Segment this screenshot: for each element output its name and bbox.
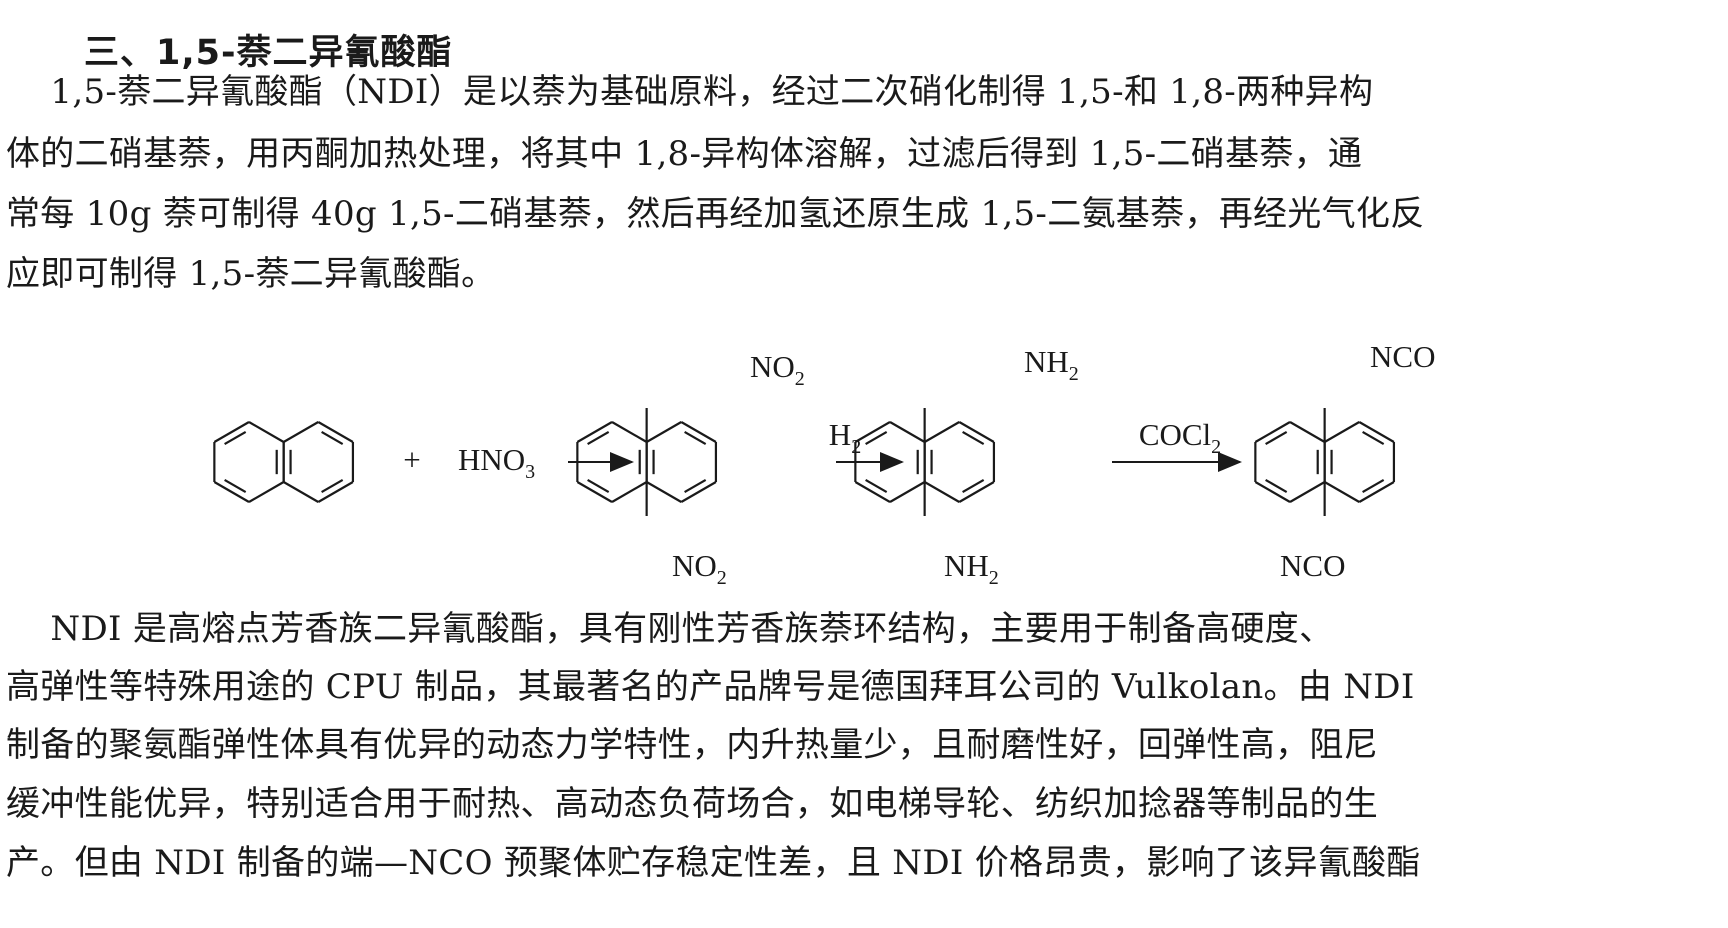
paragraph-line: 体的二硝基萘，用丙酮加热处理，将其中 1,8-异构体溶解，过滤后得到 1,5-二… xyxy=(6,134,1363,174)
amine-group-top: NH2 xyxy=(1024,344,1079,385)
diaminonaphthalene-structure xyxy=(854,408,996,516)
isocyanate-group-top: NCO xyxy=(1370,339,1435,374)
phosgene-label: COCl2 xyxy=(1139,417,1221,458)
nitro-group-bottom: NO2 xyxy=(672,548,727,589)
amine-group-bottom: NH2 xyxy=(944,548,999,589)
nitric-acid-label: HNO3 xyxy=(458,442,535,483)
dinitronaphthalene-structure xyxy=(576,408,718,516)
nitro-group-top: NO2 xyxy=(750,349,805,390)
paragraph-line: 应即可制得 1,5-萘二异氰酸酯。 xyxy=(6,254,496,294)
section-heading: 三、1,5-萘二异氰酸酯 xyxy=(84,33,453,73)
paragraph-line: 高弹性等特殊用途的 CPU 制品，其最著名的产品牌号是德国拜耳公司的 Vulko… xyxy=(6,667,1415,707)
paragraph-line: NDI 是高熔点芳香族二异氰酸酯，具有刚性芳香族萘环结构，主要用于制备高硬度、 xyxy=(6,609,1334,649)
paragraph-line: 1,5-萘二异氰酸酯（NDI）是以萘为基础原料，经过二次硝化制得 1,5-和 1… xyxy=(6,72,1374,112)
paragraph-line: 常每 10g 萘可制得 40g 1,5-二硝基萘，然后再经加氢还原生成 1,5-… xyxy=(6,194,1425,234)
hydrogen-label: H2 xyxy=(829,417,861,458)
paragraph-line: 缓冲性能优异，特别适合用于耐热、高动态负荷场合，如电梯导轮、纺织加捻器等制品的生 xyxy=(6,784,1378,824)
naphthalene-structure xyxy=(213,421,355,503)
paragraph-line: 制备的聚氨酯弹性体具有优异的动态力学特性，内升热量少，且耐磨性好，回弹性高，阻尼 xyxy=(6,725,1378,765)
paragraph-line: 产。但由 NDI 制备的端—NCO 预聚体贮存稳定性差，且 NDI 价格昂贵，影… xyxy=(6,843,1421,883)
plus-sign: + xyxy=(403,442,420,477)
reaction-scheme: + HNO3 H2 COCl2 NO2 NO2 NH2 NH2 NCO NCO xyxy=(213,339,1435,589)
isocyanate-group-bottom: NCO xyxy=(1280,548,1345,583)
naphthalene-diisocyanate-structure xyxy=(1254,408,1396,516)
